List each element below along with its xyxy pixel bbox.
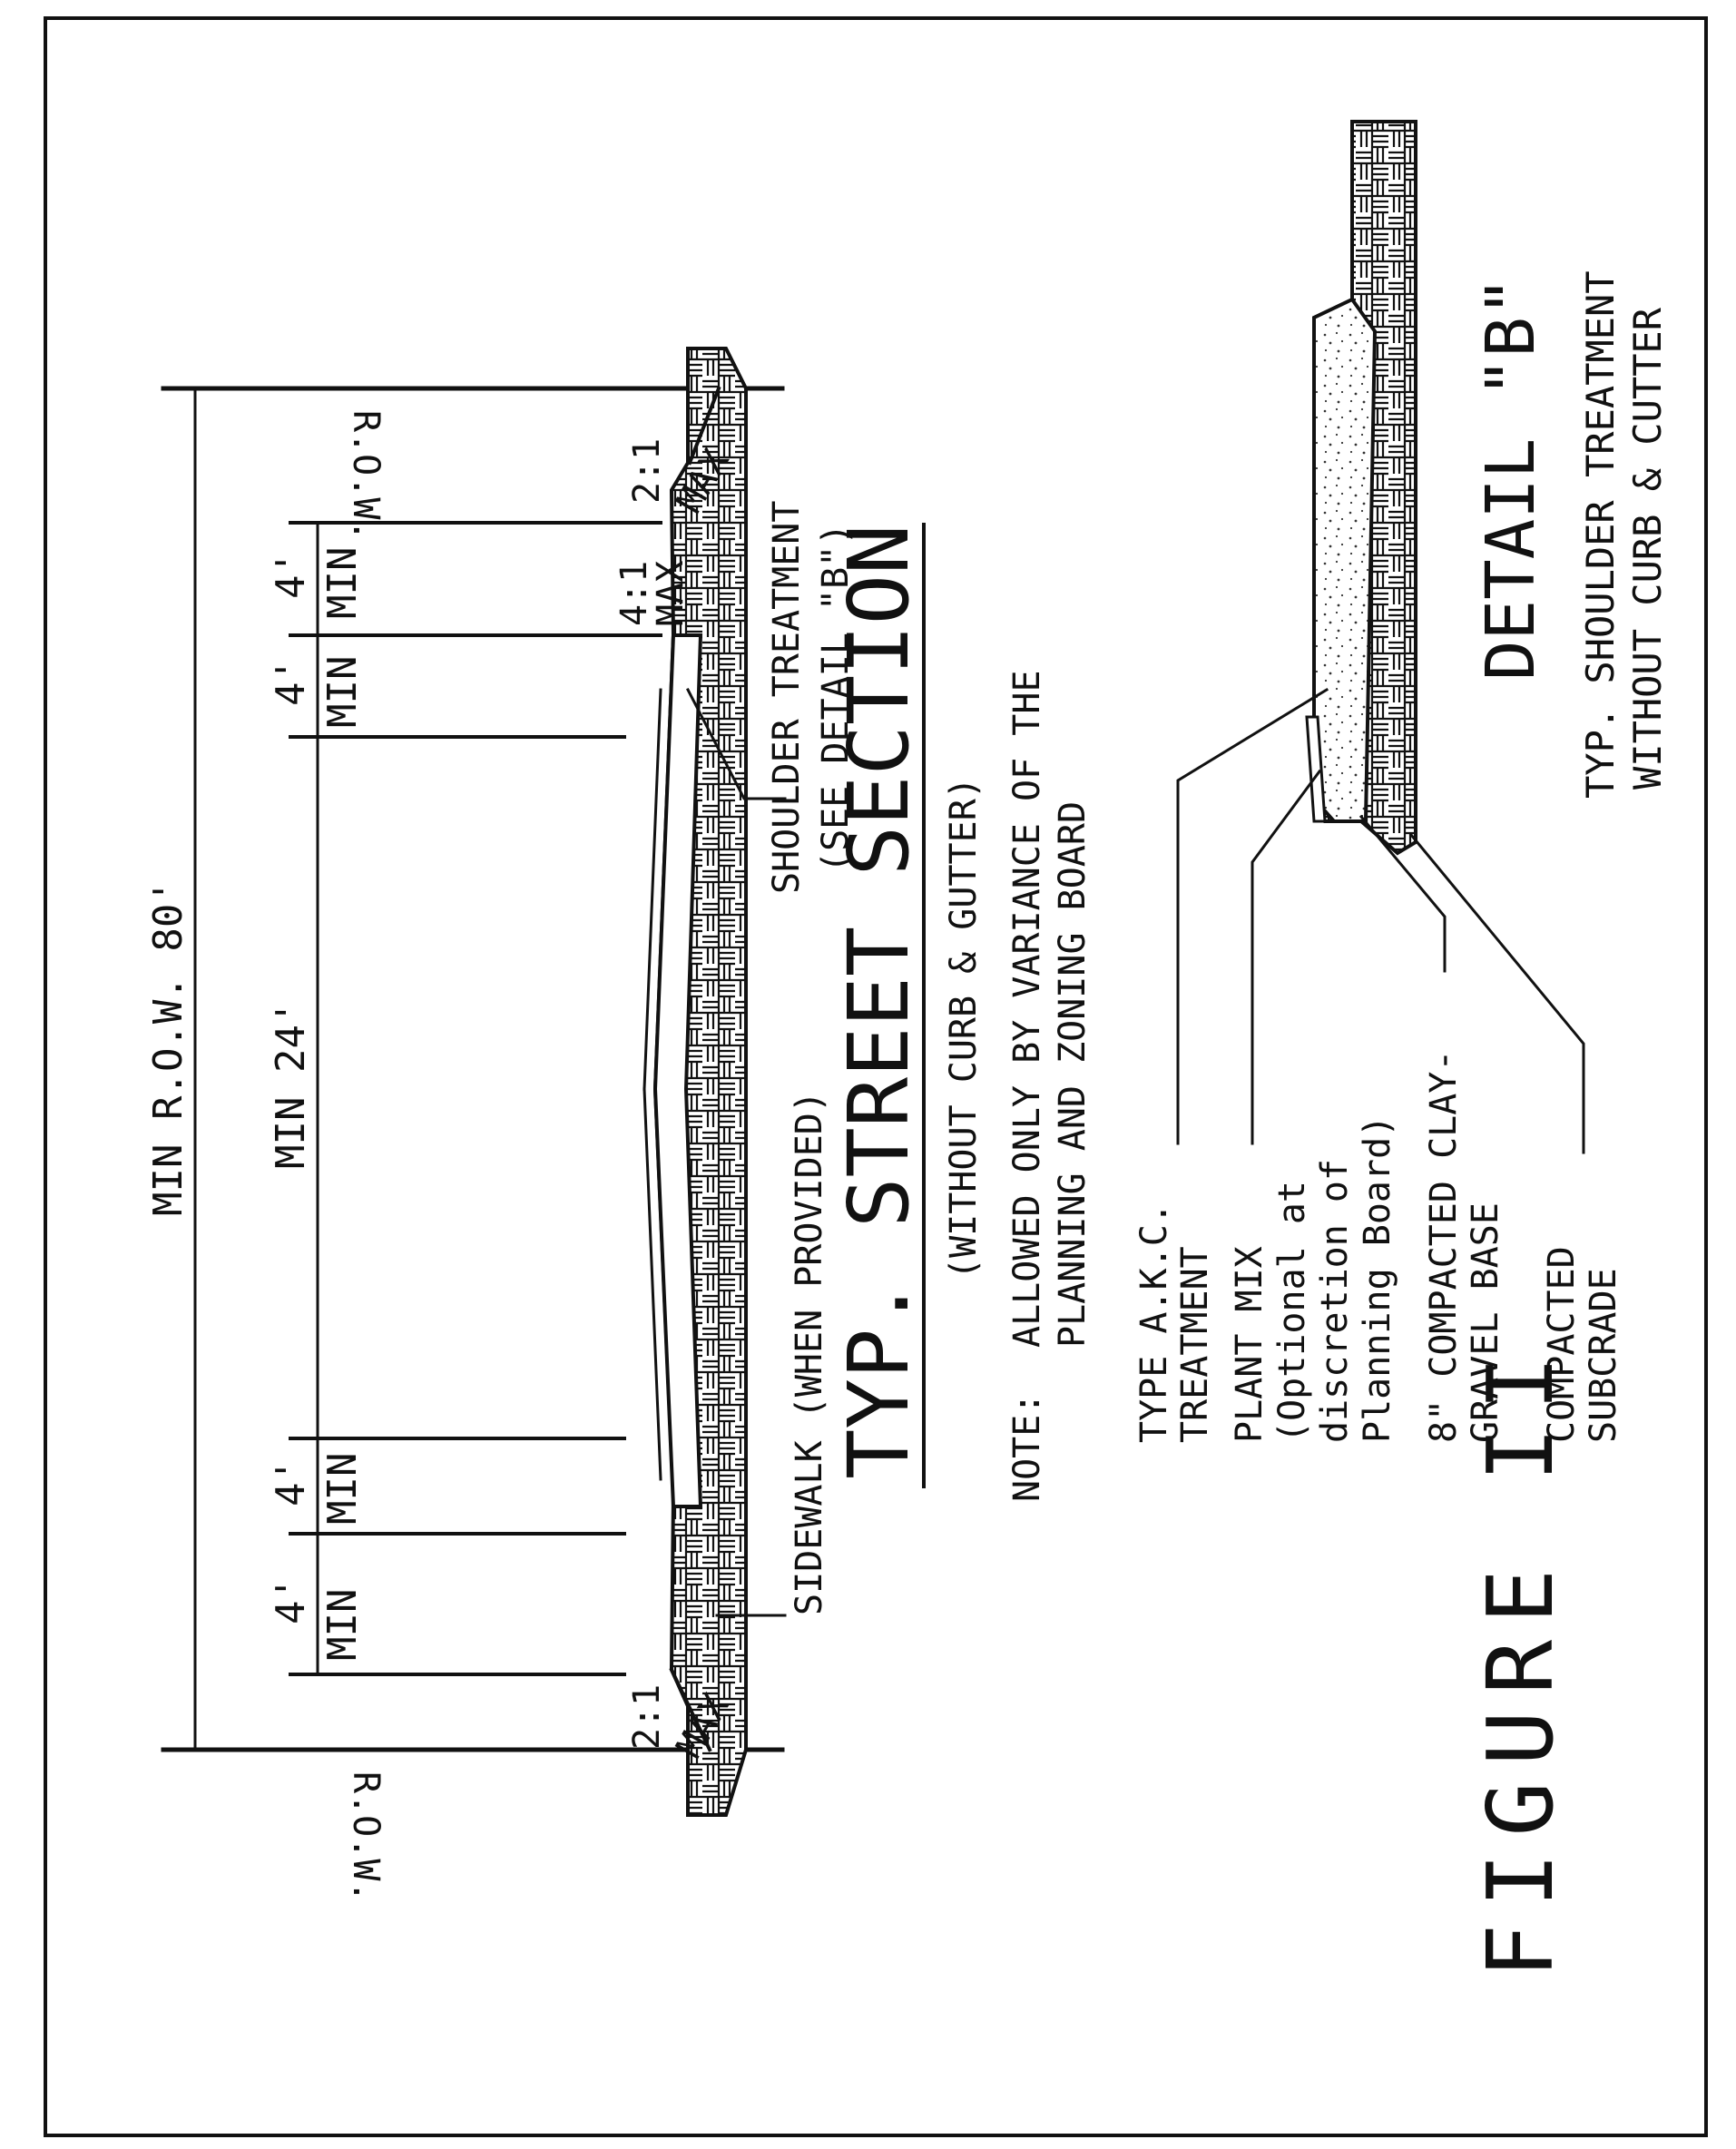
slope-mid-ratio: 4:1: [613, 561, 655, 626]
shoulder-label-2: (SEE DETAIL "B"): [815, 524, 857, 873]
plant-label-4: Planning Board): [1357, 1115, 1398, 1443]
slope-mid-max: MAX: [650, 561, 691, 626]
plant-label-2: (Optional at: [1271, 1181, 1313, 1443]
detail-b-text: TYPE A.K.C. TREATMENT PLANT MIX (Optiona…: [1133, 270, 1670, 1443]
slope-left-ratio: 2:1: [626, 1684, 668, 1750]
street-section-title: TYP. STREET SECTION: [830, 525, 927, 1479]
shoulder-slope-top: [687, 386, 721, 466]
shoulder-leader: [685, 687, 787, 800]
dim-ft-3: 4': [268, 1458, 314, 1506]
note-line-2: PLANNING AND ZONING BOARD: [1052, 801, 1094, 1348]
road-crown-line-2: [642, 1087, 662, 1481]
street-section-subtitle: (WITHOUT CURB & GUTTER): [943, 777, 985, 1280]
slope-right-ratio: 2:1: [626, 438, 668, 504]
page-border: [44, 16, 1708, 2137]
subgrade-label-1: COMPACTED: [1541, 1246, 1583, 1443]
road-surface: [652, 633, 703, 1508]
akc-label-2: TREATMENT: [1174, 1246, 1216, 1443]
figure-label: FIGURE II: [1467, 1339, 1574, 1978]
shoulder-slope-bottom: [669, 1667, 712, 1752]
detail-b-sub-2: WITHOUT CURB & CUTTER: [1625, 307, 1670, 790]
leader-subgrade: [1408, 832, 1585, 1154]
dim-min-2: MIN: [319, 656, 366, 728]
min-road-label: MIN 24': [268, 1001, 314, 1169]
detail-b-surface: [1305, 715, 1327, 823]
clay-label-2: GRAVEL BASE: [1465, 1202, 1506, 1443]
road-crown-line: [642, 688, 662, 1091]
detail-b-gravel-base: [1312, 297, 1378, 823]
detail-b-sub-1: TYP. SHOULDER TREATMENT: [1578, 270, 1623, 799]
sidewalk-label: SIDEWALK (WHEN PROVIDED): [789, 1091, 830, 1615]
shoulder-label-1: SHOULDER TREATMENT: [766, 501, 808, 894]
dim-ft-4: 4': [268, 1576, 314, 1624]
note-prefix: NOTE:: [1006, 1393, 1048, 1502]
detail-b-title: DETAIL "B": [1472, 276, 1550, 681]
plant-label-1: PLANT MIX: [1229, 1246, 1270, 1443]
dim-min-1: MIN: [319, 547, 366, 619]
dim-ft-2: 4': [268, 658, 314, 706]
dim-min-3: MIN: [319, 1453, 366, 1525]
leader-plant: [1251, 769, 1322, 1145]
detail-b-drawing: [1176, 120, 1585, 1154]
note-line-1: ALLOWED ONLY BY VARIANCE OF THE: [1006, 670, 1048, 1348]
leader-akc: [1176, 687, 1329, 1145]
row-label-right: R.O.W.: [345, 410, 387, 542]
dim-ft-1: 4': [268, 551, 314, 599]
street-section-drawing: [161, 347, 926, 1817]
subgrade-label-2: SUBCRADE: [1583, 1268, 1624, 1443]
dim-min-4: MIN: [319, 1589, 366, 1661]
leader-clay: [1358, 814, 1447, 973]
plant-label-3: discretion of: [1314, 1159, 1356, 1443]
akc-label-1: TYPE A.K.C.: [1133, 1202, 1175, 1443]
clay-label-1: 8" COMPACTED CLAY-: [1423, 1050, 1465, 1443]
row-label-left: R.O.W.: [345, 1771, 387, 1903]
min-row-label: MIN R.O.W. 80': [145, 879, 191, 1216]
street-section-text: MIN R.O.W. 80' MIN 24' 4' MIN 4' MIN 4' …: [145, 410, 1094, 1903]
